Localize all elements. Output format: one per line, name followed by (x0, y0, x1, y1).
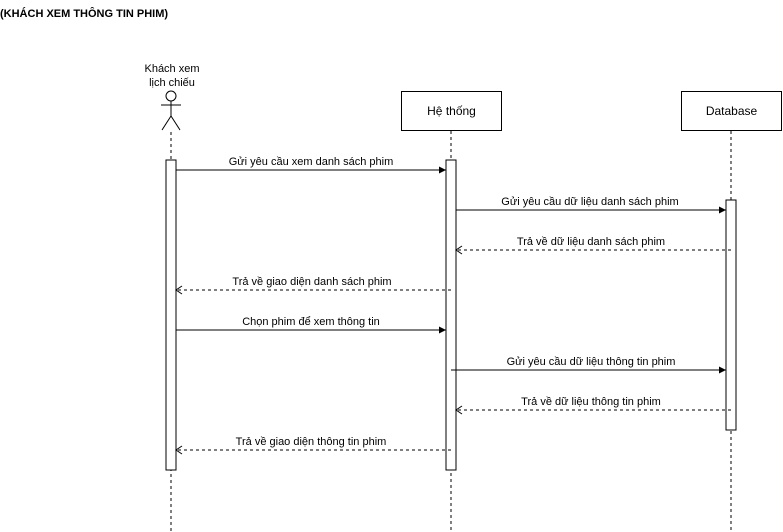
message-arrowhead-7 (455, 405, 463, 415)
message-arrowhead-5 (439, 326, 446, 334)
message-label-2: Gửi yêu cầu dữ liệu danh sách phim (500, 196, 680, 208)
database-participant-label: Database (705, 104, 758, 118)
actor-label-line2: lịch chiếu (149, 77, 195, 89)
database-participant-box: Database (681, 91, 782, 131)
message-arrowhead-2 (719, 206, 726, 214)
message-arrowhead-3 (455, 245, 463, 255)
stick-figure-icon (161, 90, 181, 131)
system-participant-label: Hệ thống (427, 104, 476, 118)
system-activation-bar (445, 159, 457, 471)
actor-label-line1: Khách xem (144, 63, 200, 75)
system-participant-box: Hệ thống (401, 91, 502, 131)
actor-label: Khách xem lịch chiếu (130, 62, 214, 90)
message-arrowhead-1 (439, 166, 446, 174)
message-arrowhead-8 (175, 445, 183, 455)
message-label-5: Chọn phim để xem thông tin (241, 316, 381, 328)
message-label-3: Trả về dữ liệu danh sách phim (515, 236, 667, 248)
message-label-4: Trả về giao diện danh sách phim (231, 276, 393, 288)
message-arrowhead-4 (175, 285, 183, 295)
message-arrowhead-6 (719, 366, 726, 374)
message-label-7: Trả về dữ liệu thông tin phim (520, 396, 662, 408)
message-label-8: Trả về giao diện thông tin phim (234, 436, 388, 448)
actor-activation-bar (165, 159, 177, 471)
message-label-1: Gửi yêu cầu xem danh sách phim (227, 156, 395, 168)
message-label-6: Gửi yêu cầu dữ liệu thông tin phim (505, 356, 677, 368)
diagram-title: (KHÁCH XEM THÔNG TIN PHIM) (0, 8, 169, 20)
database-activation-bar (725, 199, 737, 431)
